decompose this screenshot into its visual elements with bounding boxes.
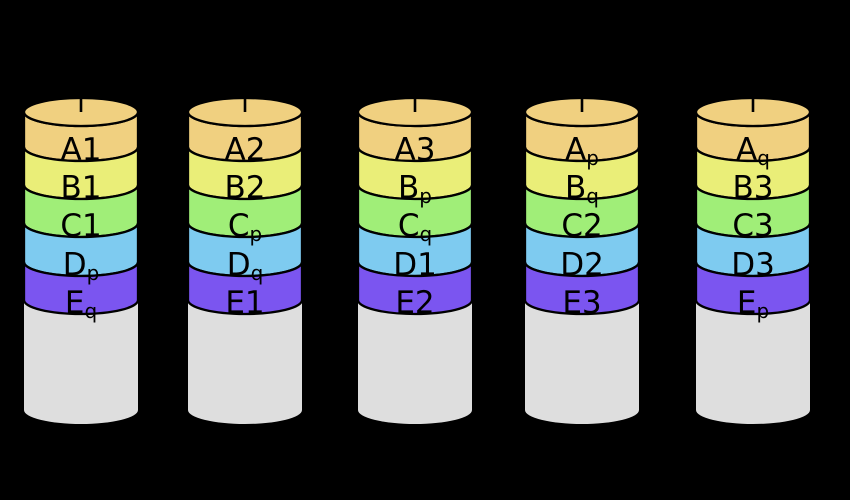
block-label: C2 (561, 208, 602, 244)
disk-body (358, 300, 472, 424)
block-label: Dp (63, 247, 100, 285)
disk-body (24, 300, 138, 424)
stripe-block (694, 261, 812, 316)
block-label: Cp (228, 208, 262, 246)
block-label: Ep (737, 285, 769, 323)
block-label: D2 (560, 247, 604, 283)
block-label: C3 (732, 208, 773, 244)
disk-body (525, 300, 639, 424)
block-label: C1 (60, 208, 101, 244)
block-label: B3 (733, 170, 774, 206)
block-label: D3 (731, 247, 775, 283)
stripe-block (186, 261, 304, 316)
block-label: A3 (395, 132, 436, 168)
disk-body (188, 300, 302, 424)
disk-body (696, 300, 810, 424)
block-label: B2 (225, 170, 266, 206)
stripe-block (356, 261, 474, 316)
stripe-block (22, 261, 140, 316)
block-label: A1 (61, 132, 102, 168)
block-label: E3 (562, 285, 601, 321)
block-label: Bp (398, 170, 432, 208)
block-label: Bq (565, 170, 599, 208)
block-label: B1 (61, 170, 102, 206)
stripe-block (523, 261, 641, 316)
block-label: Cq (398, 208, 432, 246)
block-label: E2 (395, 285, 434, 321)
block-label: Aq (736, 132, 770, 170)
block-label: A2 (225, 132, 266, 168)
block-label: Dq (227, 247, 264, 285)
block-label: E1 (225, 285, 264, 321)
block-label: Ap (565, 132, 599, 170)
block-label: D1 (393, 247, 437, 283)
block-label: Eq (65, 285, 97, 323)
